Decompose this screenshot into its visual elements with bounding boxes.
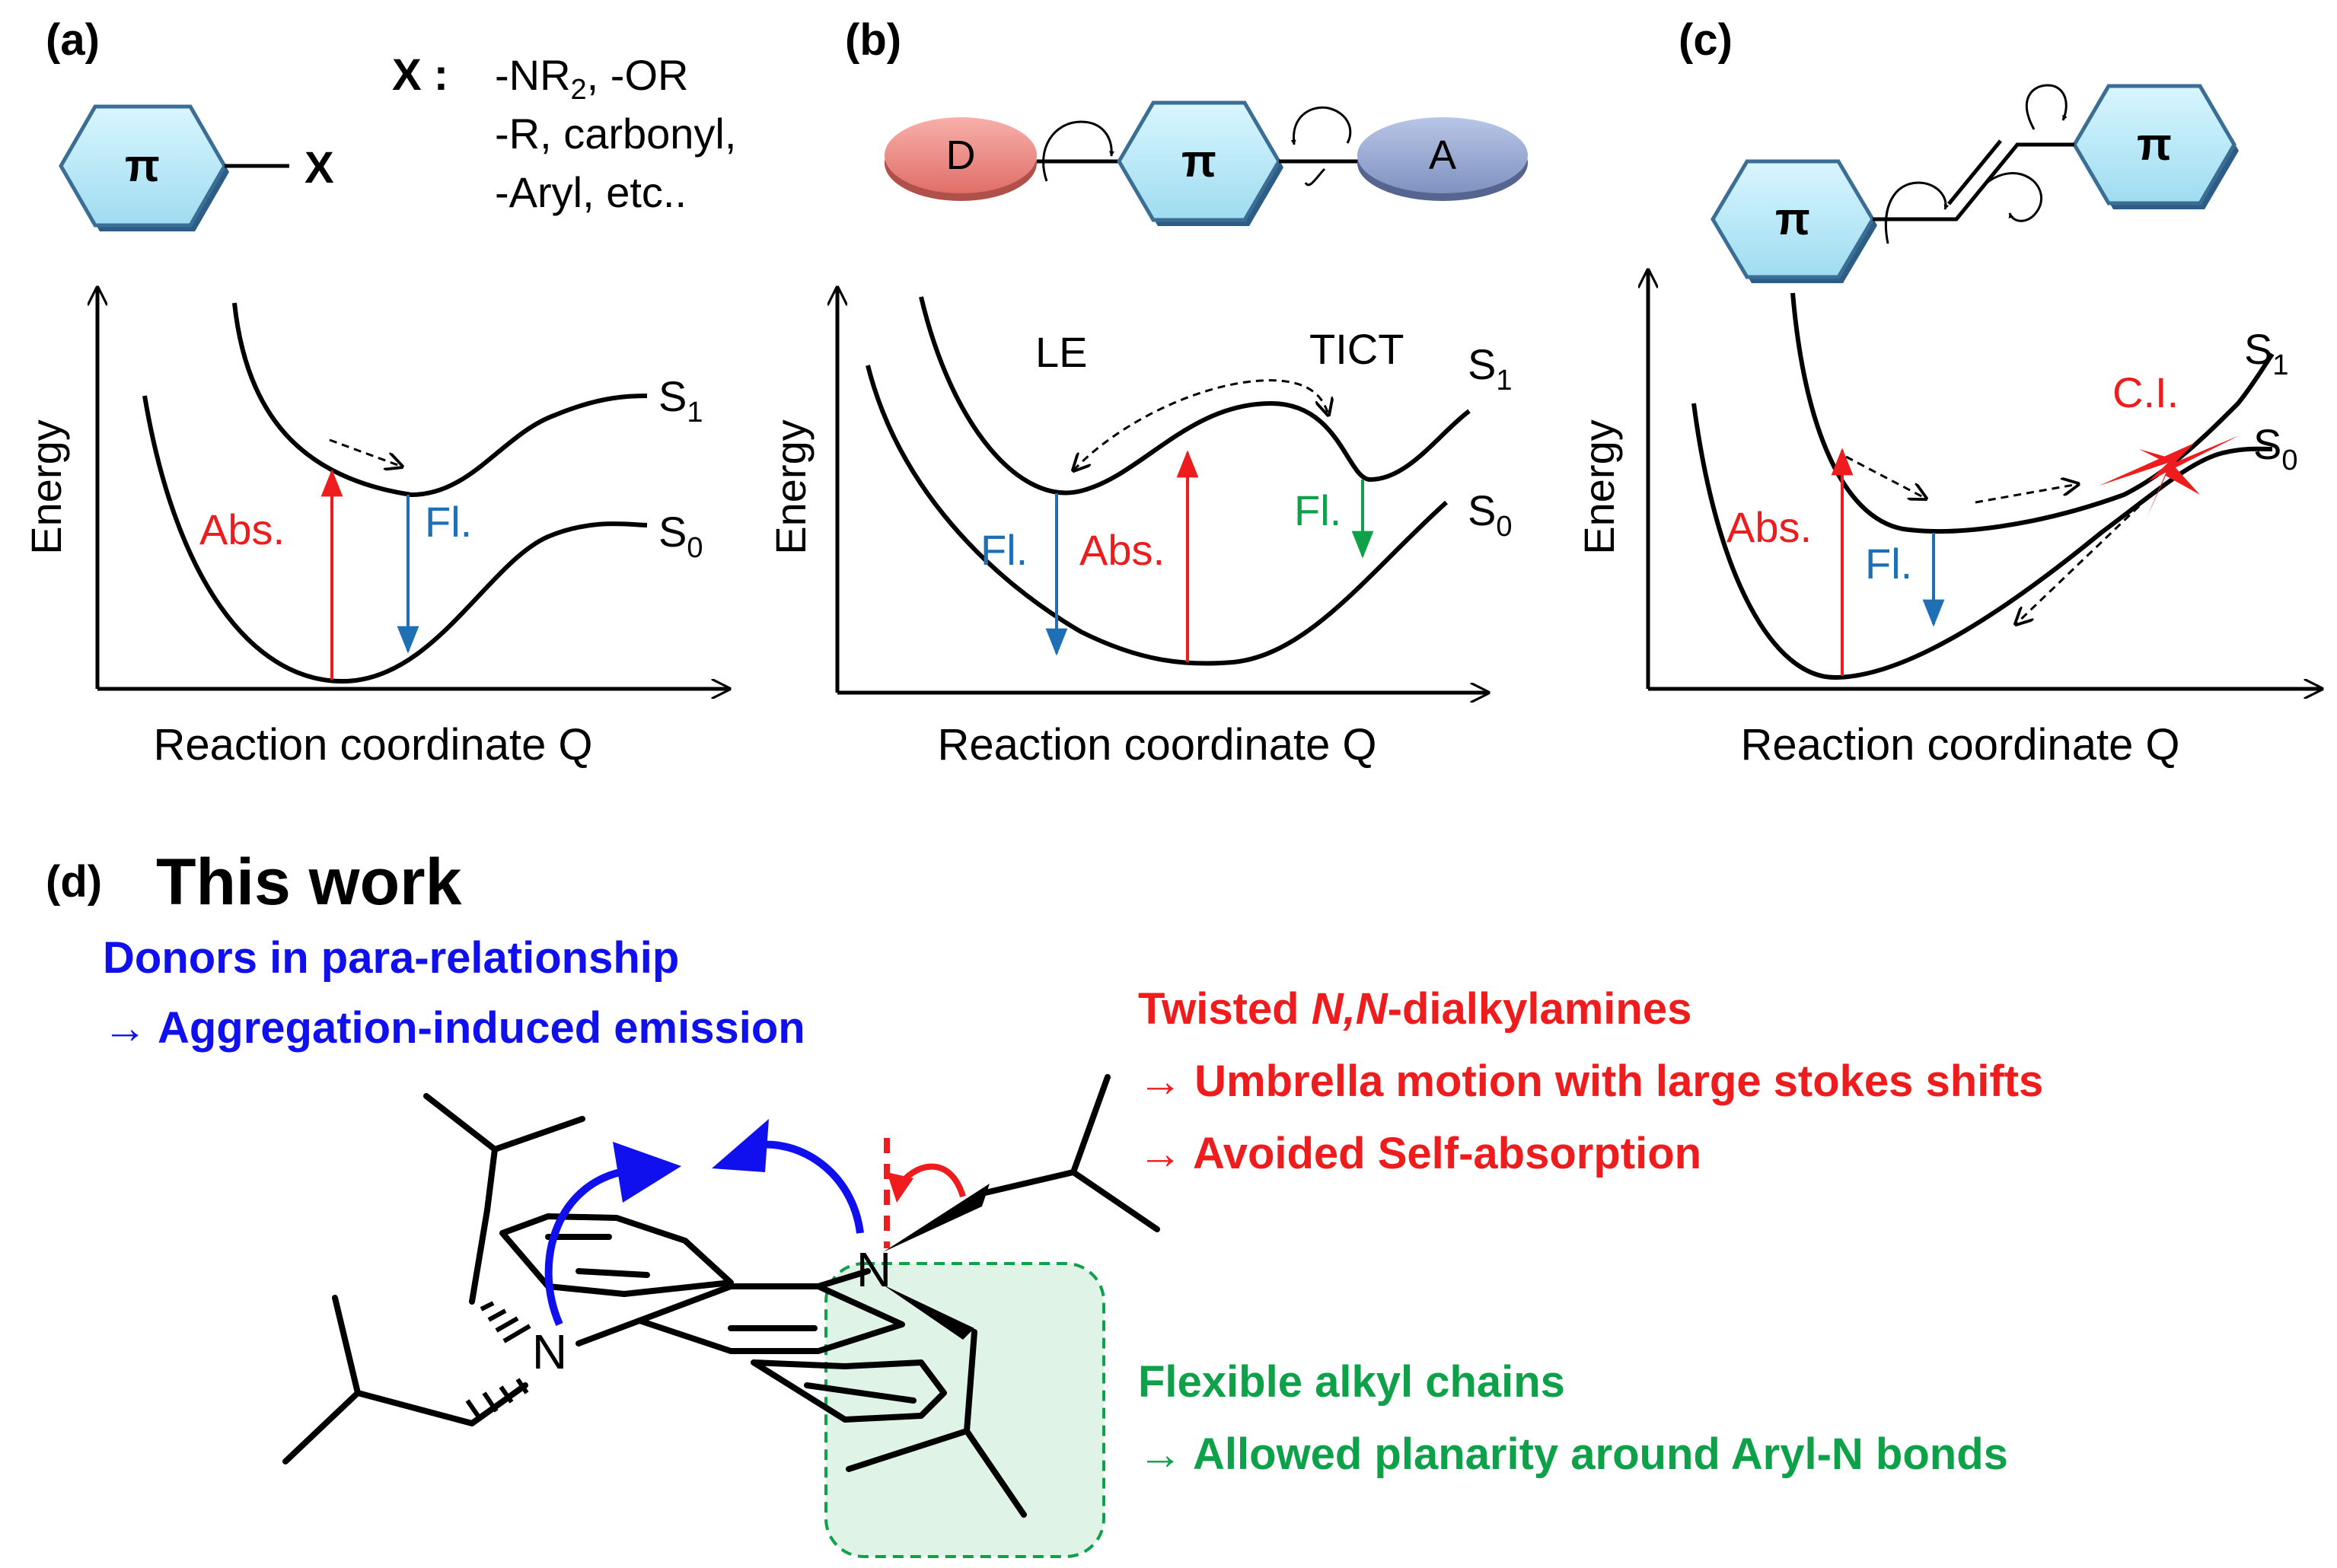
axis-label-c: Reaction coordinate Q — [1740, 720, 2179, 770]
s0-label-a: S0 — [658, 508, 703, 564]
decay-arrow-c — [2016, 505, 2141, 624]
s0-label-c: S0 — [2253, 420, 2298, 476]
pi-symbol-b: π — [1181, 135, 1216, 186]
panel-a-label: (a) — [46, 15, 100, 65]
le-tict-arrow — [1073, 379, 1328, 470]
twisted-line2: → Umbrella motion with large stokes shif… — [1138, 1056, 2043, 1106]
nitrogen-upper: N — [856, 1242, 891, 1297]
relax-arrow-c1 — [1845, 455, 1926, 499]
pi-symbol-a: π — [125, 140, 160, 191]
tict-label: TICT — [1309, 325, 1404, 373]
abs-label-a: Abs. — [199, 505, 285, 553]
donor-unit: D — [885, 117, 1037, 201]
energy-label-b: Energy — [767, 419, 815, 554]
pi-ring-a: π — [59, 104, 229, 231]
fl-label-a: Fl. — [425, 498, 472, 546]
x-list-line3: -Aryl, etc.. — [495, 168, 687, 216]
relax-arrow-a — [329, 438, 402, 467]
acceptor-unit: A — [1357, 117, 1528, 201]
panel-b-label: (b) — [845, 15, 901, 65]
s1-curve-c — [1790, 292, 2275, 534]
s0-curve-a — [142, 395, 648, 684]
axis-label-b: Reaction coordinate Q — [937, 720, 1376, 770]
fl-tict-label: Fl. — [1294, 486, 1341, 534]
twisted-line3: → Avoided Self-absorption — [1138, 1129, 1701, 1178]
this-work-title: This work — [156, 846, 462, 919]
s0-curve-b — [866, 365, 1449, 666]
flexible-chain-highlight — [824, 1262, 1105, 1558]
panel-d-label: (d) — [46, 857, 102, 907]
x-list-line2: -R, carbonyl, — [495, 110, 736, 158]
s0-curve-c — [1691, 403, 2273, 680]
panel-c-label: (c) — [1679, 15, 1733, 65]
donor-arrow-left — [544, 1168, 622, 1327]
hashed-bond-1 — [480, 1301, 531, 1343]
stilbene-bridge — [1873, 139, 2074, 221]
conical-intersection-mark — [2099, 435, 2240, 486]
twisted-line1: Twisted N,N-dialkylamines — [1138, 984, 1691, 1034]
panel-a: (a) π X X : -NR2, -OR -R, carbonyl, -Ary… — [22, 15, 736, 770]
aie-line2: → Aggregation-induced emission — [103, 1003, 805, 1053]
acceptor-label: A — [1429, 132, 1456, 178]
substituent-x: X — [304, 143, 334, 193]
axis-label-a: Reaction coordinate Q — [153, 720, 592, 770]
pi-ring-c-left: π — [1711, 159, 1877, 283]
pi-ring-c-right: π — [2072, 84, 2239, 209]
aie-line1: Donors in para-relationship — [103, 933, 679, 983]
le-label: LE — [1035, 328, 1088, 376]
fl-le-label: Fl. — [980, 526, 1028, 574]
pi-symbol-c-right: π — [2137, 119, 2172, 170]
molecule-structure — [282, 1074, 1160, 1518]
pi-ring-b: π — [1117, 100, 1283, 226]
energy-label-a: Energy — [22, 419, 70, 554]
panel-c: (c) π π Energy Reaction coordinate Q S1 … — [1575, 15, 2322, 770]
s1-label-b: S1 — [1468, 340, 1513, 397]
fl-label-c: Fl. — [1865, 540, 1912, 588]
s1-label-a: S1 — [658, 372, 703, 429]
hashed-bond-2 — [465, 1378, 529, 1422]
donor-label: D — [946, 132, 976, 178]
ci-label: C.I. — [2112, 368, 2179, 416]
s0-label-b: S0 — [1468, 486, 1513, 543]
s1-label-c: S1 — [2244, 325, 2289, 381]
s1-curve-a — [232, 302, 648, 498]
flexible-line1: Flexible alkyl chains — [1138, 1357, 1565, 1407]
x-definition-label: X : — [392, 50, 448, 100]
relax-arrow-c2 — [1975, 484, 2078, 504]
abs-label-c: Abs. — [1726, 503, 1812, 551]
pi-symbol-c-left: π — [1775, 193, 1810, 244]
x-list-line1: -NR2, -OR — [495, 51, 688, 106]
panel-b: (b) D π A Energy Reaction coordinate Q L… — [767, 15, 1528, 770]
abs-label-b: Abs. — [1079, 526, 1165, 574]
flexible-line2: → Allowed planarity around Aryl-N bonds — [1138, 1429, 2008, 1479]
nitrogen-lower: N — [532, 1324, 567, 1379]
panel-d: (d) This work Donors in para-relationshi… — [46, 846, 2043, 1558]
energy-label-c: Energy — [1575, 419, 1623, 554]
donor-arrow-right — [753, 1140, 864, 1234]
